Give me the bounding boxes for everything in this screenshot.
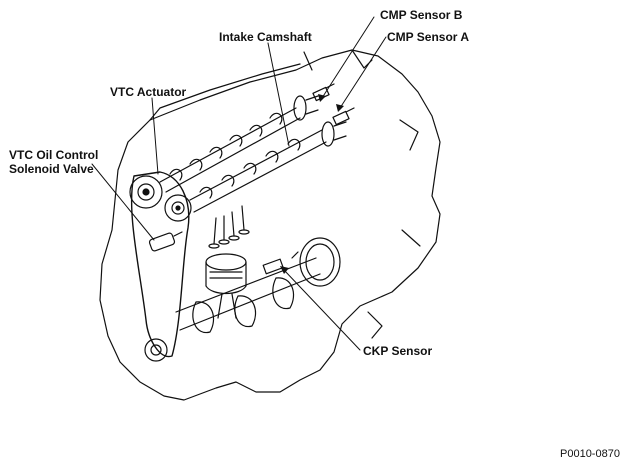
- cmp-sensor-a-drawing: [332, 107, 355, 126]
- leader-ckp-sensor: [283, 269, 361, 351]
- leader-cmp-sensor-a: [339, 36, 387, 109]
- crank-pulley: [144, 338, 168, 362]
- leader-intake-camshaft: [267, 42, 290, 147]
- timing-belt: [130, 171, 190, 358]
- exhaust-cam-pulley: [164, 194, 192, 222]
- cmp-sensor-b-label: CMP Sensor B: [380, 8, 463, 22]
- intake-camshaft-label: Intake Camshaft: [219, 30, 312, 44]
- piston-drawing: [205, 253, 247, 319]
- vtc-oil-control-label-line2: Solenoid Valve: [9, 162, 94, 176]
- vtc-actuator-label: VTC Actuator: [110, 85, 187, 99]
- leader-vtc-actuator: [151, 97, 159, 175]
- leader-lines: [91, 16, 387, 351]
- cmp-sensor-a-label: CMP Sensor A: [387, 30, 470, 44]
- engine-block-outline: [99, 49, 441, 401]
- intake-camshaft-drawing: [159, 95, 319, 193]
- vtc-actuator-pulley: [129, 175, 163, 209]
- valves-drawing: [208, 205, 250, 249]
- vtc-oil-control-label-line1: VTC Oil Control: [9, 148, 99, 162]
- vtc-solenoid-drawing: [148, 231, 183, 252]
- leader-cmp-sensor-b: [321, 16, 375, 99]
- leader-vtc-solenoid: [91, 163, 155, 241]
- figure-code: P0010-0870: [560, 448, 620, 460]
- exhaust-camshaft-drawing: [189, 121, 347, 213]
- ckp-sensor-drawing: [262, 258, 284, 275]
- ckp-sensor-label: CKP Sensor: [363, 344, 433, 358]
- crankshaft-drawing: [175, 237, 341, 334]
